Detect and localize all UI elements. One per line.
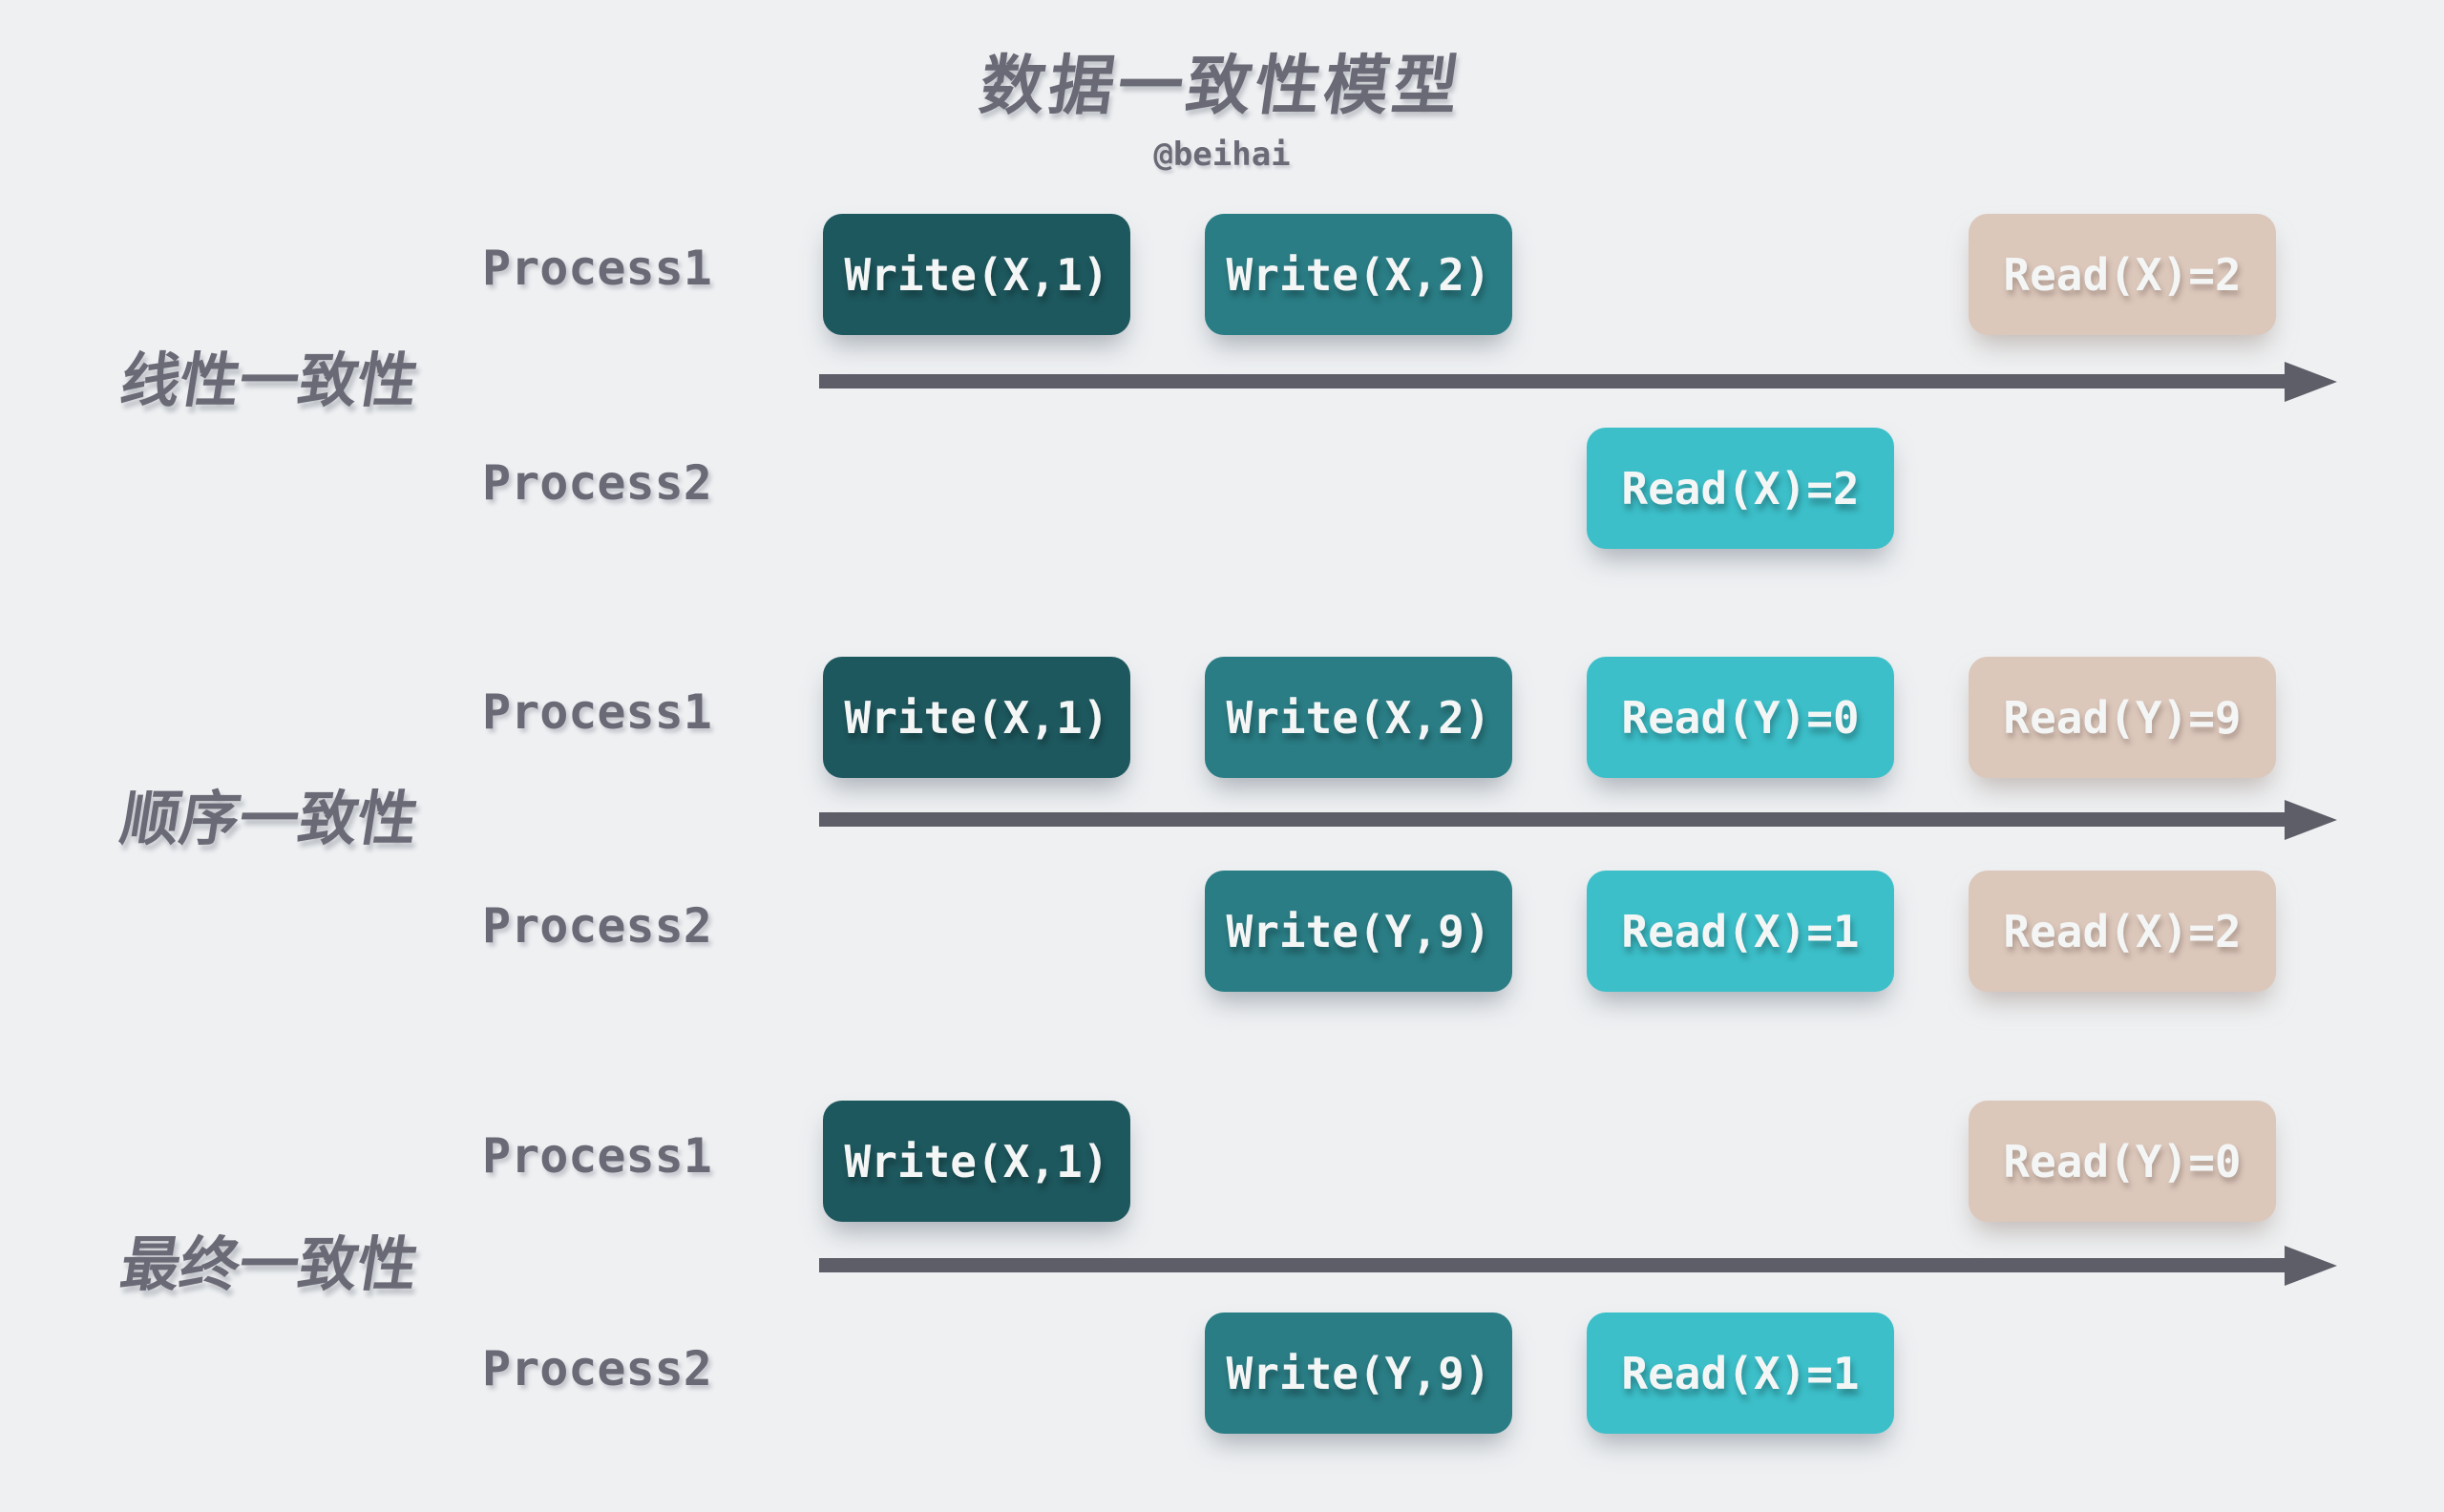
- read-box: Read(X)=2: [1587, 428, 1894, 549]
- read-box: Read(Y)=0: [1587, 657, 1894, 778]
- read-box: Read(X)=1: [1587, 871, 1894, 992]
- write-box: Write(Y,9): [1205, 1312, 1512, 1434]
- write-box: Write(X,2): [1205, 657, 1512, 778]
- process1-label: Process1: [482, 241, 712, 296]
- process2-label: Process2: [482, 1341, 712, 1396]
- write-box: Write(X,2): [1205, 214, 1512, 335]
- author-handle: @beihai: [1153, 136, 1291, 174]
- write-box: Write(X,1): [823, 1101, 1130, 1222]
- process1-label: Process1: [482, 684, 712, 740]
- stale-read-box: Read(X)=2: [1969, 871, 2276, 992]
- process1-label: Process1: [482, 1128, 712, 1184]
- timeline-arrow: [819, 1258, 2285, 1272]
- write-box: Write(X,1): [823, 214, 1130, 335]
- stale-read-box: Read(X)=2: [1969, 214, 2276, 335]
- section-label-linearizability: 线性一致性: [116, 346, 423, 415]
- page-title: 数据一致性模型: [975, 49, 1467, 124]
- read-box: Read(X)=1: [1587, 1312, 1894, 1434]
- timeline-arrow: [819, 812, 2285, 827]
- process2-label: Process2: [482, 898, 712, 954]
- write-box: Write(X,1): [823, 657, 1130, 778]
- timeline-arrow: [819, 374, 2285, 388]
- stale-read-box: Read(Y)=9: [1969, 657, 2276, 778]
- process2-label: Process2: [482, 455, 712, 511]
- stale-read-box: Read(Y)=0: [1969, 1101, 2276, 1222]
- section-label-eventual: 最终一致性: [116, 1229, 423, 1299]
- section-label-sequential: 顺序一致性: [116, 784, 423, 853]
- write-box: Write(Y,9): [1205, 871, 1512, 992]
